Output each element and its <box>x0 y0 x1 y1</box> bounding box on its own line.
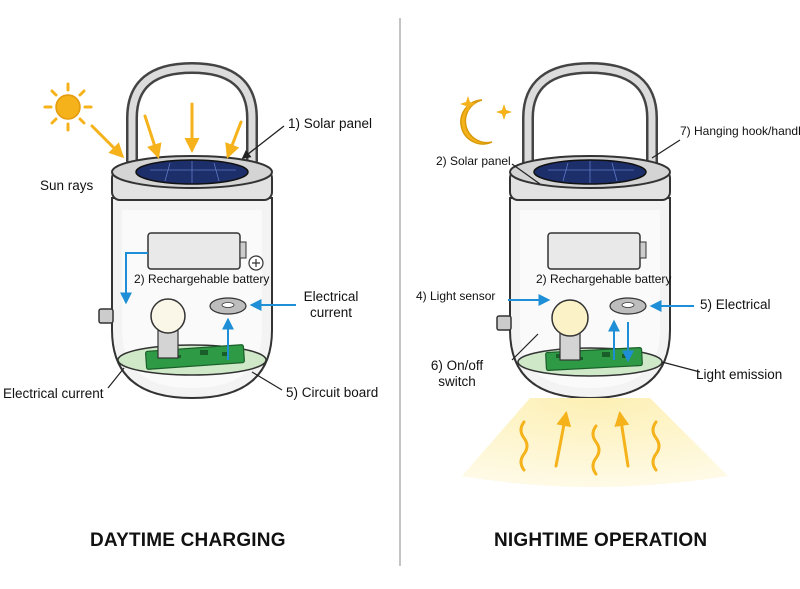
right-lantern <box>496 61 701 400</box>
label-sun-rays: Sun rays <box>40 178 94 193</box>
label-electrical-current-right: Electrical current <box>300 289 362 320</box>
label-light-sensor: 4) Light sensor <box>416 289 496 303</box>
heading-daytime: DAYTIME CHARGING <box>90 530 286 551</box>
heading-nighttime: NIGHTIME OPERATION <box>494 530 708 551</box>
star-icon <box>496 104 512 120</box>
label-light-emission: Light emission <box>696 367 783 382</box>
label-electrical-line1: Electrical <box>303 289 359 304</box>
left-bulb <box>150 298 186 334</box>
star-icon <box>460 96 476 112</box>
right-battery <box>547 232 641 270</box>
label-battery-left: 2) Rechargehable battery <box>134 272 270 286</box>
label-hook: 7) Hanging hook/handl <box>680 124 800 138</box>
right-bulb <box>551 299 589 337</box>
left-lantern <box>98 61 296 400</box>
label-switch-line2: switch <box>438 373 476 389</box>
sun <box>43 82 93 132</box>
sun-rays <box>90 102 243 159</box>
right-handle <box>522 61 658 174</box>
label-switch: 6) On/off switch <box>422 358 492 389</box>
label-solar-panel-left: 1) Solar panel <box>288 116 373 131</box>
label-electrical-right: 5) Electrical <box>700 297 771 312</box>
light-rays <box>519 411 661 476</box>
label-electrical-line2: current <box>309 304 353 320</box>
label-switch-line1: 6) On/off <box>430 358 484 373</box>
label-electrical-current-left: Electrical current <box>3 386 104 401</box>
label-battery-right: 2) Rechargehable battery <box>536 272 672 286</box>
label-circuit-board: 5) Circuit board <box>286 385 379 400</box>
label-solar-panel-right: 2) Solar panel <box>436 154 511 168</box>
left-battery <box>147 232 241 270</box>
moon-icon <box>460 99 493 145</box>
